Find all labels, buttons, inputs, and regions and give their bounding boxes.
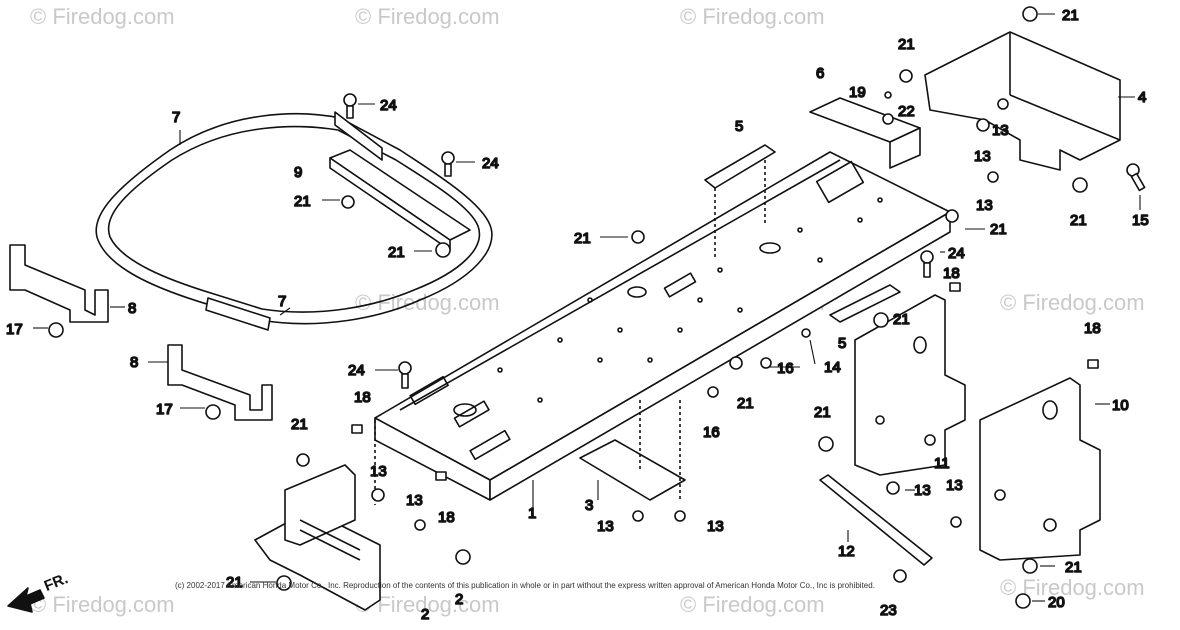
bracket-5-lower-part[interactable] (829, 284, 901, 323)
callout-2: 2 (455, 591, 463, 608)
callout-24: 24 (482, 155, 499, 172)
watermark: © Firedog.com (680, 592, 825, 617)
callout-3: 3 (585, 497, 593, 514)
callout-21: 21 (1065, 559, 1082, 576)
callout-13: 13 (370, 463, 387, 480)
bracket-3-part[interactable] (579, 400, 686, 501)
watermark: © Firedog.com (680, 4, 825, 29)
callout-16: 16 (777, 360, 794, 377)
callout-18: 18 (943, 265, 960, 282)
callout-21: 21 (388, 244, 405, 261)
callout-1: 1 (528, 505, 536, 522)
callout-13: 13 (707, 518, 724, 535)
watermark: © Firedog.com (1000, 290, 1145, 315)
callout-21: 21 (1070, 212, 1087, 229)
callout-13: 13 (946, 477, 963, 494)
callout-15: 15 (1132, 212, 1149, 229)
callout-21: 21 (814, 404, 831, 421)
copyright-notice: (c) 2002-2017 American Honda Motor Co., … (175, 581, 875, 590)
callout-7: 7 (172, 109, 180, 126)
bracket-5-upper-part[interactable] (704, 144, 776, 260)
callout-16: 16 (703, 424, 720, 441)
callout-20: 20 (1048, 594, 1065, 611)
callout-labels: 21 21 4 6 19 22 13 13 13 21 15 21 7 24 9… (5, 6, 1149, 624)
side-plate-10-part[interactable] (979, 377, 1101, 561)
strap-12-part[interactable] (819, 474, 933, 566)
leader-lines (33, 13, 1141, 602)
callout-7: 7 (278, 293, 286, 310)
callout-12: 12 (838, 543, 855, 560)
callout-18: 18 (438, 509, 455, 526)
mount-8-lower-part[interactable] (167, 344, 273, 421)
callout-5: 5 (838, 335, 846, 352)
callout-18: 18 (354, 389, 371, 406)
watermark: © Firedog.com (355, 4, 500, 29)
watermark: © Firedog.com (30, 592, 175, 617)
callout-13: 13 (597, 518, 614, 535)
callout-21: 21 (291, 416, 308, 433)
callout-6: 6 (816, 65, 824, 82)
callout-13: 13 (406, 492, 423, 509)
callout-14: 14 (824, 359, 841, 376)
callout-21: 21 (990, 221, 1007, 238)
callout-13: 13 (976, 197, 993, 214)
bracket-4-part[interactable] (924, 31, 1121, 171)
callout-13: 13 (974, 148, 991, 165)
callout-24: 24 (948, 245, 965, 262)
main-frame-part[interactable] (374, 151, 951, 501)
callout-13: 13 (992, 122, 1009, 139)
watermark: © Firedog.com (30, 4, 175, 29)
front-arrow-icon (7, 587, 45, 613)
callout-21: 21 (574, 230, 591, 247)
callout-17: 17 (6, 321, 23, 338)
callout-8: 8 (128, 300, 136, 317)
callout-21: 21 (226, 574, 243, 591)
callout-11: 11 (934, 455, 950, 472)
callout-24: 24 (348, 362, 365, 379)
callout-22: 22 (898, 103, 915, 120)
callout-19: 19 (849, 84, 866, 101)
callout-21: 21 (898, 36, 915, 53)
mount-8-upper-part[interactable] (9, 244, 109, 323)
callout-18: 18 (1084, 320, 1101, 337)
callout-17: 17 (156, 401, 173, 418)
callout-4: 4 (1138, 89, 1146, 106)
hitch-2-part[interactable] (254, 420, 381, 611)
bolts (48, 6, 1146, 609)
callout-21: 21 (294, 193, 311, 210)
callout-24: 24 (380, 97, 397, 114)
side-plate-11-part[interactable] (854, 294, 966, 476)
callout-2: 2 (421, 606, 429, 623)
callout-21: 21 (737, 395, 754, 412)
callout-10: 10 (1112, 397, 1129, 414)
callout-9: 9 (294, 164, 302, 181)
callout-21: 21 (893, 311, 910, 328)
callout-21: 21 (1062, 7, 1079, 24)
callout-23: 23 (880, 602, 897, 619)
cover-6-part[interactable] (809, 97, 921, 169)
callout-13: 13 (914, 482, 931, 499)
callout-8: 8 (130, 354, 138, 371)
callout-5: 5 (735, 118, 743, 135)
guard-rail-part[interactable] (95, 111, 493, 331)
